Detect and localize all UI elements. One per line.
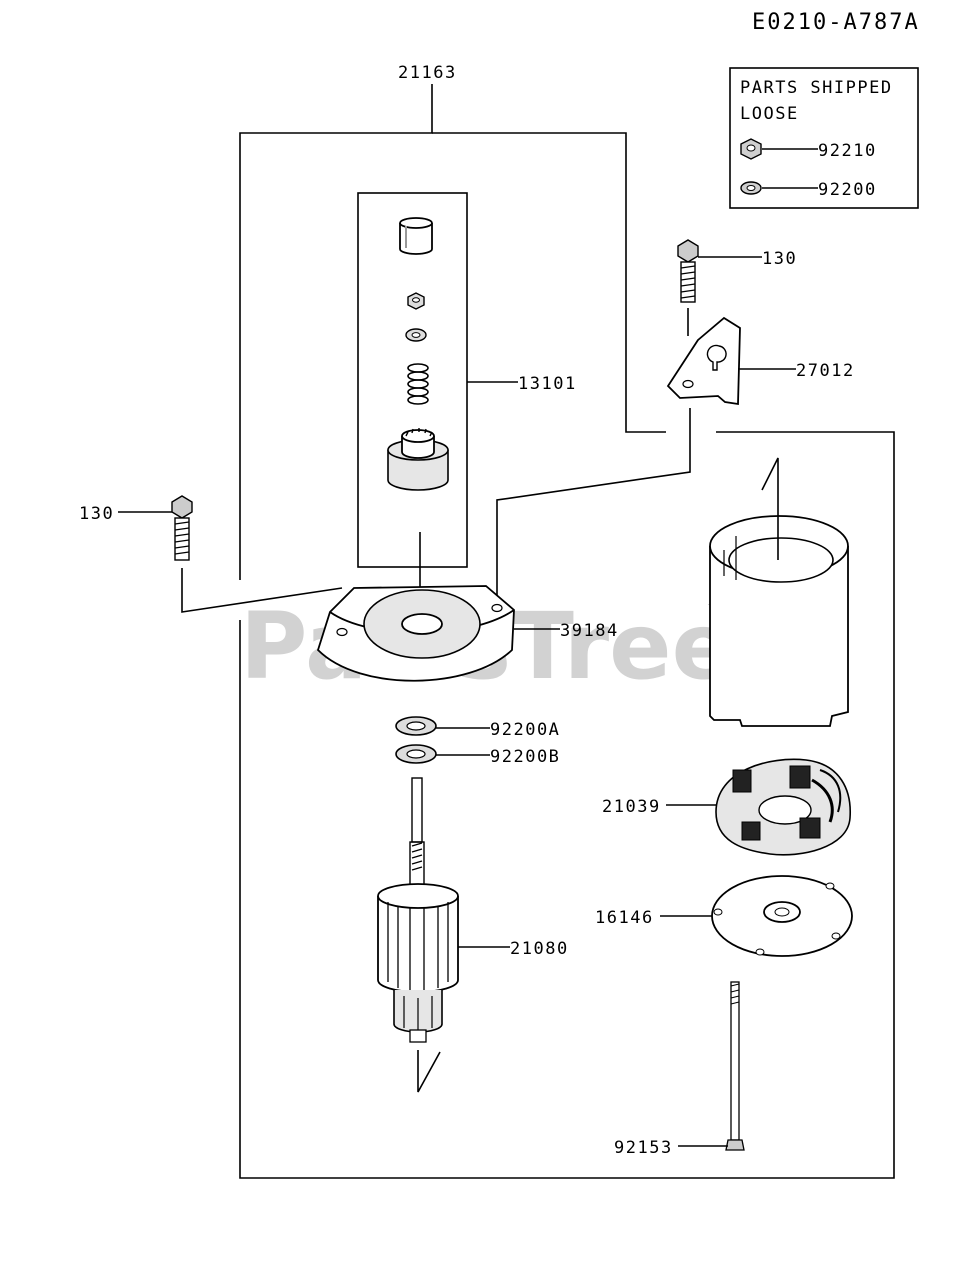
legend-title-line1: PARTS SHIPPED	[740, 78, 893, 98]
mounting-bracket-27012-icon	[666, 316, 741, 406]
label-13101: 13101	[518, 374, 577, 394]
brush-holder-21039-icon	[715, 758, 851, 856]
washer-icon	[740, 181, 762, 195]
washer-92200a-icon	[395, 716, 437, 736]
bolt-130-left-icon	[171, 495, 193, 561]
small-nut-icon	[407, 292, 425, 310]
washer-92200b-icon	[395, 744, 437, 764]
kit-13101-box: 13101	[357, 192, 577, 568]
label-21080: 21080	[510, 939, 569, 959]
label-92200B: 92200B	[490, 747, 560, 767]
label-21039: 21039	[602, 797, 661, 817]
label-130-left: 130	[79, 504, 114, 524]
assembly-21163-outline	[239, 84, 895, 1179]
spring-icon	[407, 363, 429, 405]
label-21163: 21163	[398, 63, 457, 83]
label-16146: 16146	[595, 908, 654, 928]
through-bolt-92153-icon	[725, 981, 745, 1151]
label-130-top: 130	[762, 249, 797, 269]
bolt-130-top-icon	[677, 239, 699, 303]
label-92200A: 92200A	[490, 720, 560, 740]
parts-shipped-loose-legend: PARTS SHIPPED LOOSE 92210 92200	[729, 67, 919, 209]
pinion-stop-cap-icon	[399, 217, 433, 255]
legend-title-line2: LOOSE	[740, 104, 799, 124]
label-39184: 39184	[560, 621, 619, 641]
end-plate-16146-icon	[711, 875, 853, 957]
legend-part-92200: 92200	[818, 180, 877, 200]
label-92153: 92153	[614, 1138, 673, 1158]
diagram-code: E0210-A787A	[752, 10, 920, 35]
motor-yoke-icon	[709, 515, 849, 727]
pinion-housing-39184-icon	[316, 585, 515, 682]
pinion-gear-icon	[387, 428, 449, 491]
label-27012: 27012	[796, 361, 855, 381]
legend-part-92210: 92210	[818, 141, 877, 161]
small-washer-icon	[405, 328, 427, 342]
nut-icon	[740, 138, 762, 160]
armature-21080-icon	[377, 777, 459, 1043]
